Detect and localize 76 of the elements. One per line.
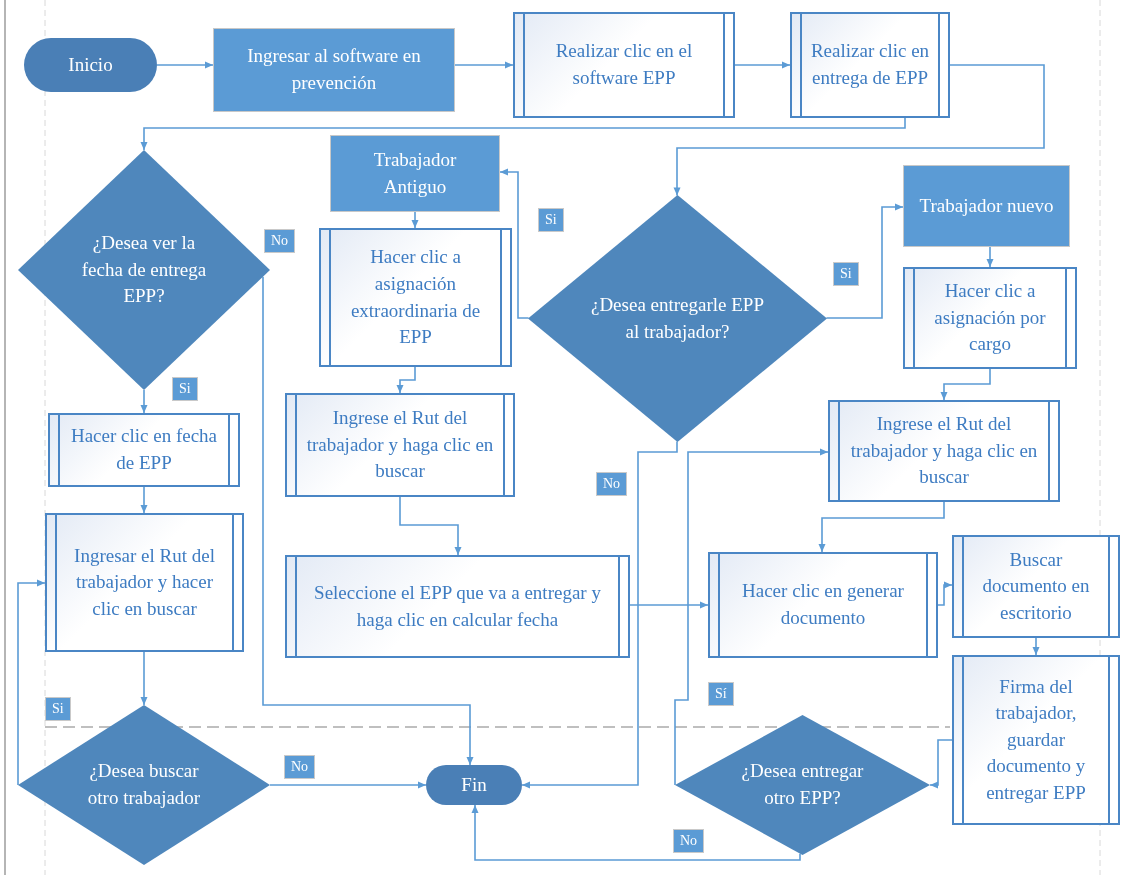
arrow — [1032, 637, 1040, 656]
arrow — [734, 61, 791, 69]
node-text: Hacer clic en fecha de EPP — [69, 424, 219, 475]
arrow — [262, 275, 474, 766]
arrow — [140, 651, 148, 706]
arrow — [140, 486, 148, 514]
node-text: Ingresar el Rut del trabajador y hacer clic en buscar — [73, 543, 216, 621]
edge-label: Si — [172, 377, 198, 401]
subprocess-box — [285, 393, 515, 497]
edge-label: No — [673, 829, 705, 853]
subprocess-box — [903, 267, 1077, 369]
terminal-pill — [24, 38, 157, 92]
edge-label: Si — [833, 262, 859, 286]
edge-label: No — [596, 472, 628, 496]
node-text: Trabajador nuevo — [919, 193, 1054, 218]
node-text: ¿Desea ver la fecha de entrega EPP? — [80, 231, 208, 309]
edge-label: No — [264, 229, 296, 253]
edge-label: No — [284, 755, 316, 779]
node-text: Ingrese el Rut del trabajador y haga clic en buscar — [305, 406, 495, 484]
decision-diamond — [18, 705, 270, 865]
arrow — [937, 581, 953, 606]
arrow — [396, 366, 416, 394]
subprocess-box — [952, 535, 1120, 638]
arrow — [499, 168, 530, 319]
process-box — [330, 135, 500, 212]
process-box — [213, 28, 455, 112]
decision-diamond — [528, 195, 827, 442]
edge-label: Si — [45, 697, 71, 721]
subprocess-box — [513, 12, 735, 118]
arrow — [140, 117, 906, 151]
node-text: Ingrese el Rut del trabajador y haga clic en buscar — [849, 412, 1039, 490]
node-text: Hacer clic a asignación extraordinaria de EPP — [349, 245, 482, 350]
arrow — [411, 211, 419, 229]
arrow — [399, 496, 462, 556]
node-text: Trabajador Antiguo — [372, 147, 458, 199]
subprocess-box — [708, 552, 938, 658]
node-text: Hacer clic en generar documento — [741, 579, 905, 630]
arrow — [140, 389, 148, 414]
subprocess-box — [45, 513, 244, 652]
node-text: Buscar documento en escritorio — [981, 547, 1091, 625]
subprocess-box — [285, 555, 630, 658]
arrow — [629, 601, 709, 609]
arrow — [471, 804, 801, 861]
process-box — [903, 165, 1070, 247]
subprocess-box — [790, 12, 950, 118]
arrow — [929, 739, 953, 789]
terminal-pill — [426, 765, 522, 805]
arrow — [674, 448, 829, 786]
arrow — [940, 368, 991, 401]
arrow — [673, 64, 1045, 197]
node-text: Hacer clic a asignación por cargo — [933, 279, 1047, 357]
subprocess-box — [828, 400, 1060, 502]
node-text: ¿Desea entregarle EPP al trabajador? — [589, 292, 765, 344]
subprocess-box — [48, 413, 240, 487]
node-text: Firma del trabajador, guardar documento y entregar EPP — [985, 674, 1087, 805]
edge-label: Sí — [708, 682, 734, 706]
arrow — [986, 246, 994, 268]
node-text: ¿Desea entregar otro EPP? — [740, 759, 865, 810]
edge-label: Si — [538, 208, 564, 232]
node-text: Inicio — [68, 52, 113, 77]
arrow — [454, 61, 514, 69]
arrow — [269, 781, 427, 789]
node-text: ¿Desea buscar otro trabajador — [86, 759, 202, 810]
node-text: Realizar clic en el software EPP — [554, 39, 694, 90]
node-text: Fin — [461, 772, 487, 797]
arrow — [818, 501, 945, 553]
arrow — [825, 203, 904, 319]
subprocess-box — [319, 228, 512, 367]
node-text: Realizar clic en entrega de EPP — [809, 39, 931, 90]
arrow — [17, 579, 46, 786]
decision-diamond — [675, 715, 930, 855]
arrow — [521, 440, 678, 789]
arrow — [156, 61, 214, 69]
node-text: Seleccione el EPP que va a entregar y haga clic en calcular fecha — [313, 580, 602, 632]
node-text: Ingresar al software en prevención — [246, 44, 422, 95]
subprocess-box — [952, 655, 1120, 825]
